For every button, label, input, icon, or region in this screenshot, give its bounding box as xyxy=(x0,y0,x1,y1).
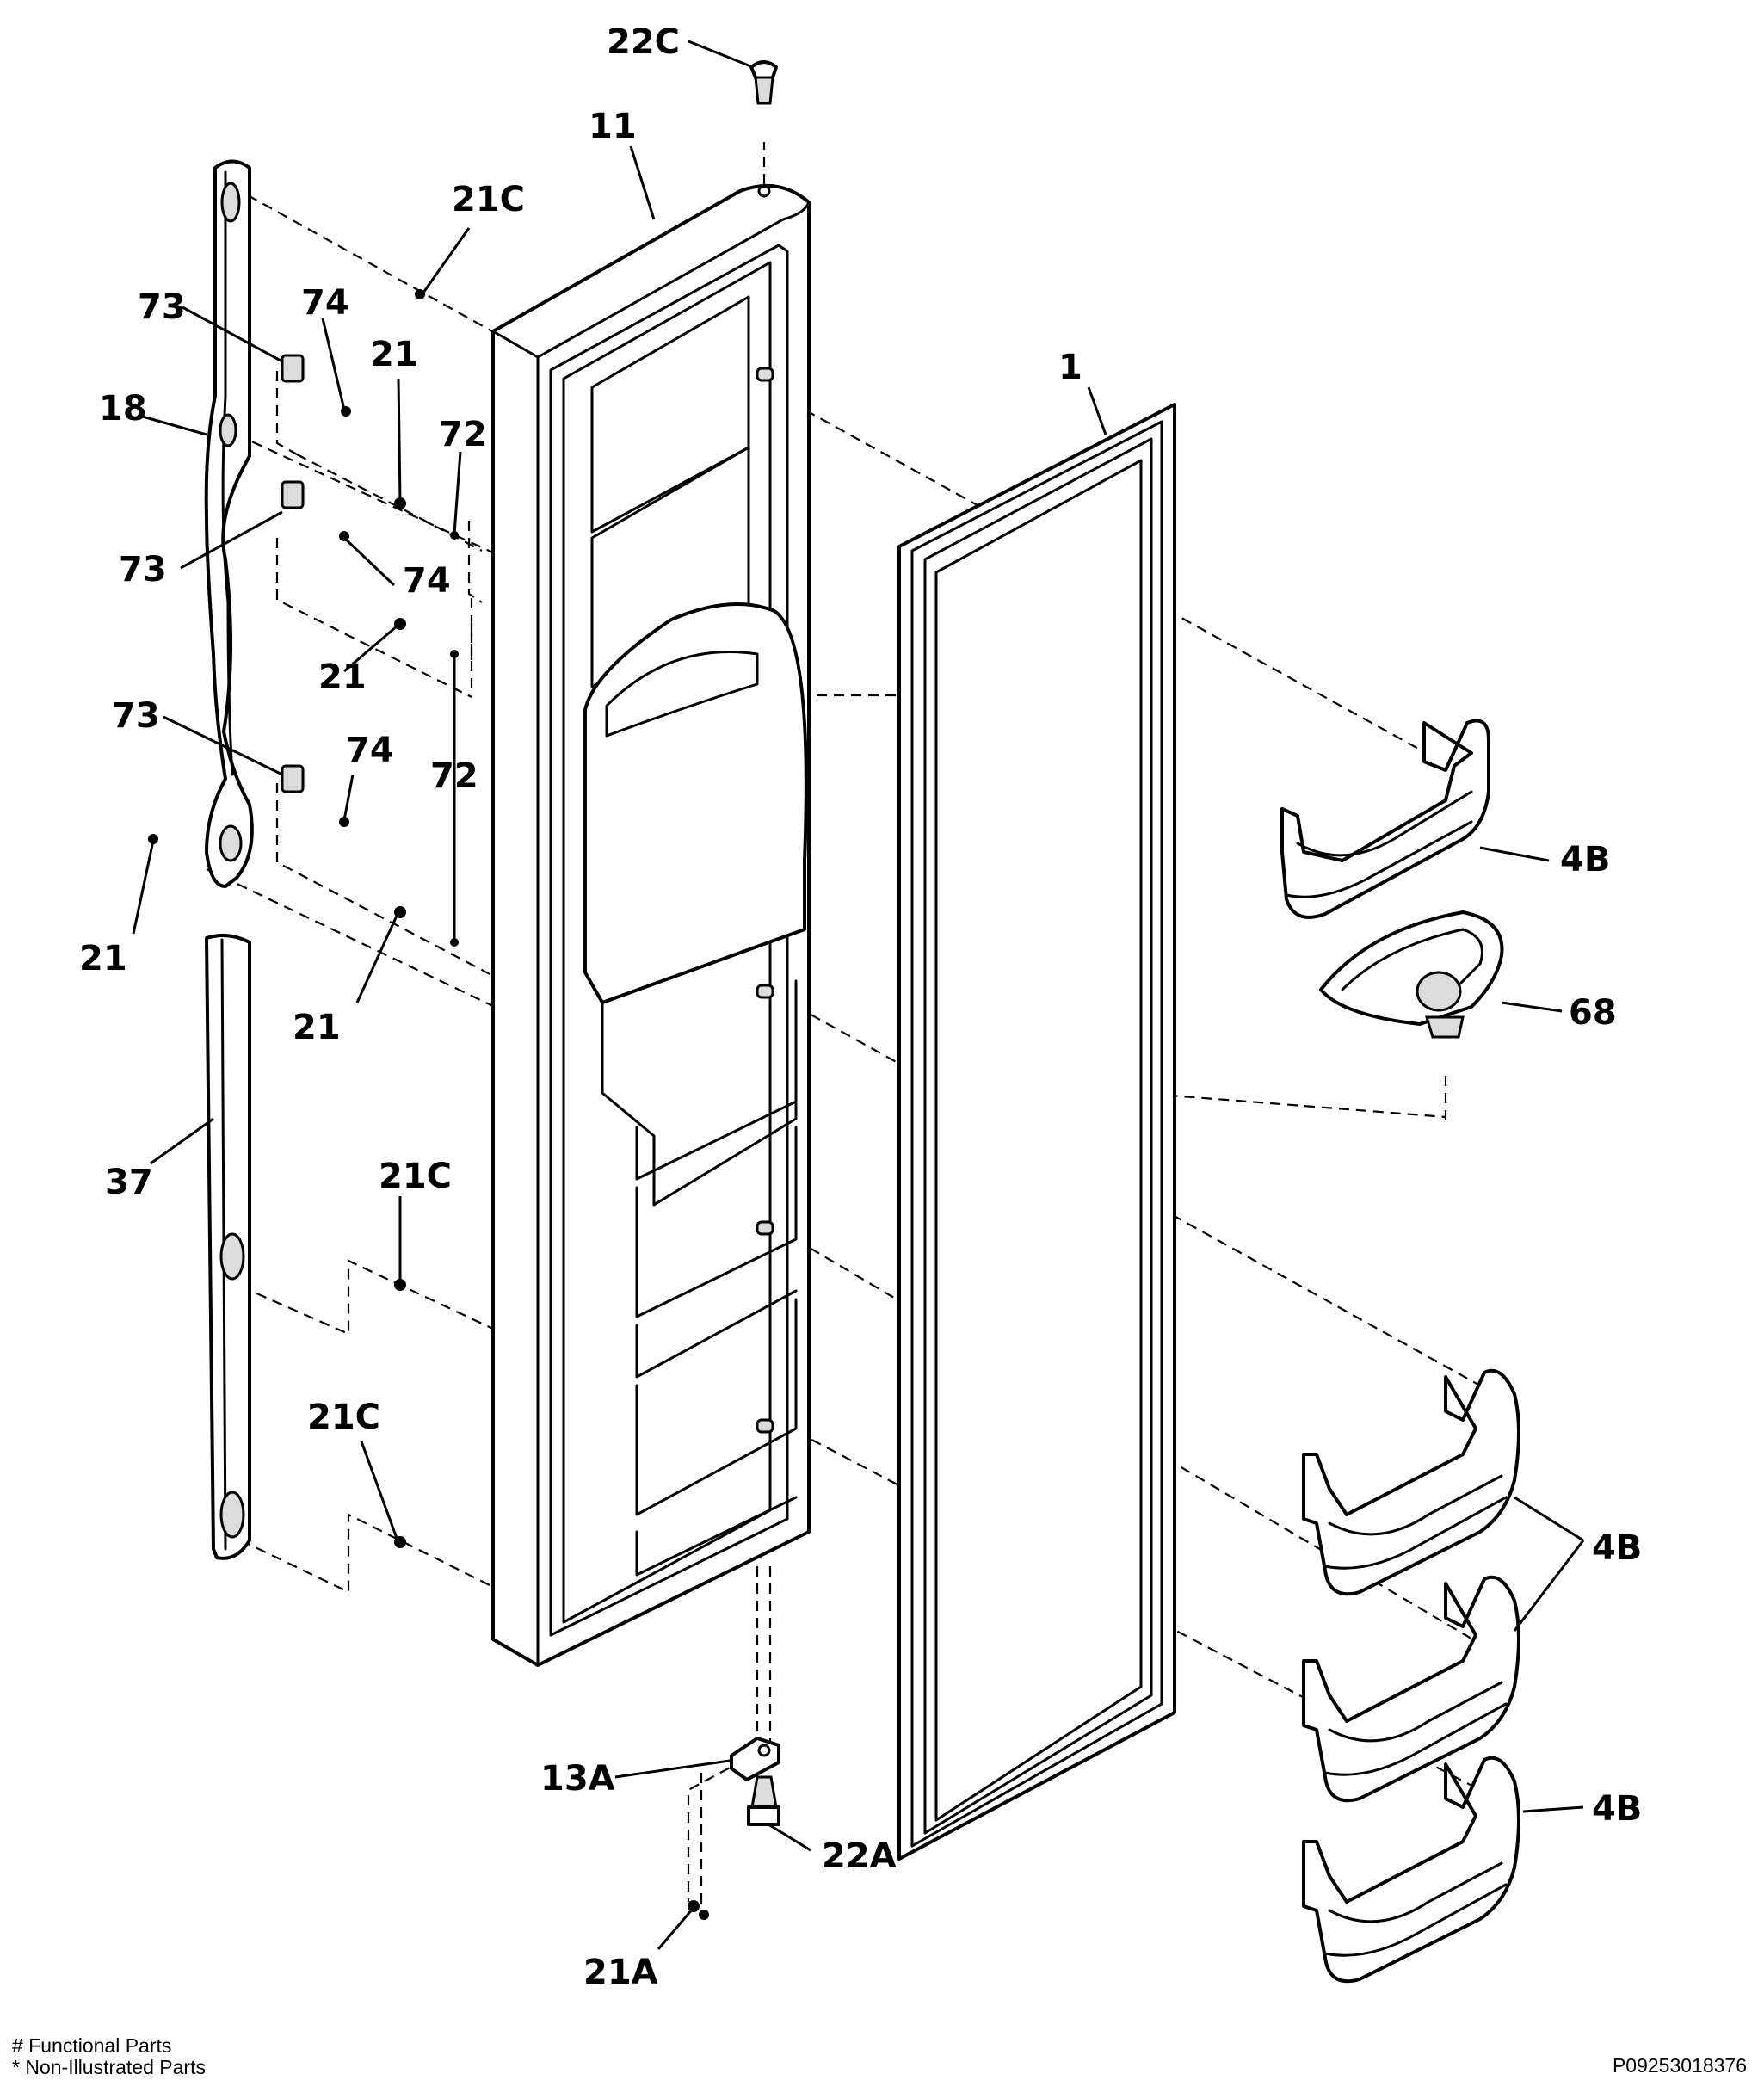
callout-labels: 22C 11 21C 73 74 21 72 18 1 73 74 21 73 … xyxy=(79,22,1642,1992)
callout-4b-c: 4B xyxy=(1592,1789,1642,1829)
callout-21c-b: 21C xyxy=(379,1157,452,1196)
callout-74-c: 74 xyxy=(346,731,394,770)
callout-74-a: 74 xyxy=(301,283,349,323)
footer-non-illustrated-parts: * Non-Illustrated Parts xyxy=(12,2056,206,2078)
callout-4b-b: 4B xyxy=(1592,1528,1642,1568)
callout-11: 11 xyxy=(589,107,637,146)
spacers-73 xyxy=(281,354,305,793)
callout-22c-top: 22C xyxy=(607,22,680,62)
footer-functional-parts: # Functional Parts xyxy=(12,2034,171,2057)
callout-21-a: 21 xyxy=(370,335,418,374)
callout-73-c: 73 xyxy=(112,696,160,736)
door-bin-4b-middle xyxy=(1302,1368,1520,1596)
callout-73-b: 73 xyxy=(119,550,167,589)
callout-21c-a: 21C xyxy=(452,180,525,219)
callout-21c-c: 21C xyxy=(307,1398,380,1437)
leader-lines xyxy=(132,40,1585,1950)
callout-4b-a: 4B xyxy=(1560,840,1610,880)
door-bin-4b-top xyxy=(1280,719,1490,919)
hinge-parts xyxy=(730,60,780,1826)
footer: # Functional Parts * Non-Illustrated Par… xyxy=(12,2034,1747,2078)
callout-1: 1 xyxy=(1058,348,1082,387)
callout-72-b: 72 xyxy=(430,756,478,796)
door-bin-4b-lower xyxy=(1302,1575,1520,1803)
callout-21-d: 21 xyxy=(293,1008,341,1047)
callout-22a: 22A xyxy=(822,1836,897,1876)
callout-74-b: 74 xyxy=(403,561,451,601)
door-liner-11 xyxy=(491,183,811,1667)
callout-21-c: 21 xyxy=(79,939,127,978)
callout-13a: 13A xyxy=(540,1759,615,1799)
footer-diagram-code: P09253018376 xyxy=(1613,2054,1747,2077)
callout-21a: 21A xyxy=(583,1953,658,1992)
callout-73-a: 73 xyxy=(138,287,186,327)
door-gasket-1 xyxy=(897,403,1176,1861)
handle-18 xyxy=(204,159,254,888)
handle-trim-37 xyxy=(205,933,251,1560)
callout-68: 68 xyxy=(1569,993,1617,1033)
door-bin-4b-bottom xyxy=(1302,1756,1520,1984)
cup-68 xyxy=(1319,910,1504,1039)
callout-72-a: 72 xyxy=(439,415,487,454)
callout-18: 18 xyxy=(99,389,147,429)
callout-21-b: 21 xyxy=(318,657,367,697)
callout-37: 37 xyxy=(105,1163,153,1202)
